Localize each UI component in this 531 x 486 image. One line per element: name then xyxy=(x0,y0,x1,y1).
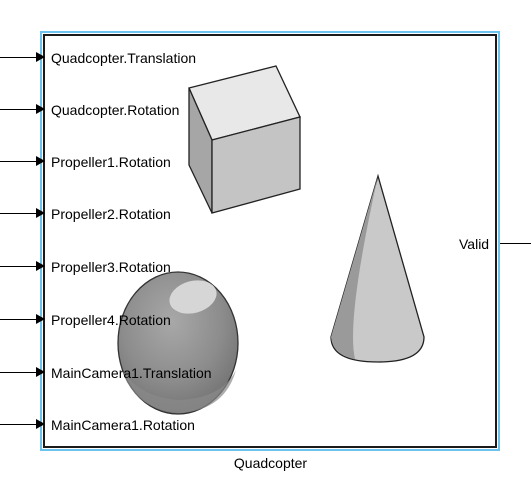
block-name-label[interactable]: Quadcopter xyxy=(233,455,308,471)
signal-line[interactable] xyxy=(500,243,531,244)
signal-line[interactable] xyxy=(0,266,36,267)
port-label: Quadcopter.Translation xyxy=(51,50,197,66)
port-label: MainCamera1.Translation xyxy=(51,365,212,381)
signal-line[interactable] xyxy=(0,319,36,320)
input-arrow-icon xyxy=(36,156,45,166)
signal-line[interactable] xyxy=(0,161,36,162)
port-label: Valid xyxy=(459,236,490,252)
input-arrow-icon xyxy=(36,52,45,62)
port-label: Quadcopter.Rotation xyxy=(51,102,180,118)
signal-line[interactable] xyxy=(0,57,36,58)
cone-icon xyxy=(330,173,425,363)
signal-line[interactable] xyxy=(0,424,36,425)
input-arrow-icon xyxy=(36,104,45,114)
signal-line[interactable] xyxy=(0,109,36,110)
input-arrow-icon xyxy=(36,367,45,377)
input-arrow-icon xyxy=(36,208,45,218)
signal-line[interactable] xyxy=(0,213,36,214)
signal-line[interactable] xyxy=(0,372,36,373)
input-arrow-icon xyxy=(36,261,45,271)
port-label: Propeller4.Rotation xyxy=(51,312,171,328)
port-label: Propeller1.Rotation xyxy=(51,154,171,170)
port-label: Propeller2.Rotation xyxy=(51,206,171,222)
port-label: MainCamera1.Rotation xyxy=(51,417,195,433)
port-label: Propeller3.Rotation xyxy=(51,259,171,275)
input-arrow-icon xyxy=(36,419,45,429)
cube-icon xyxy=(188,65,301,214)
input-arrow-icon xyxy=(36,314,45,324)
quadcopter-block[interactable] xyxy=(43,34,497,448)
sphere-icon xyxy=(117,271,239,415)
